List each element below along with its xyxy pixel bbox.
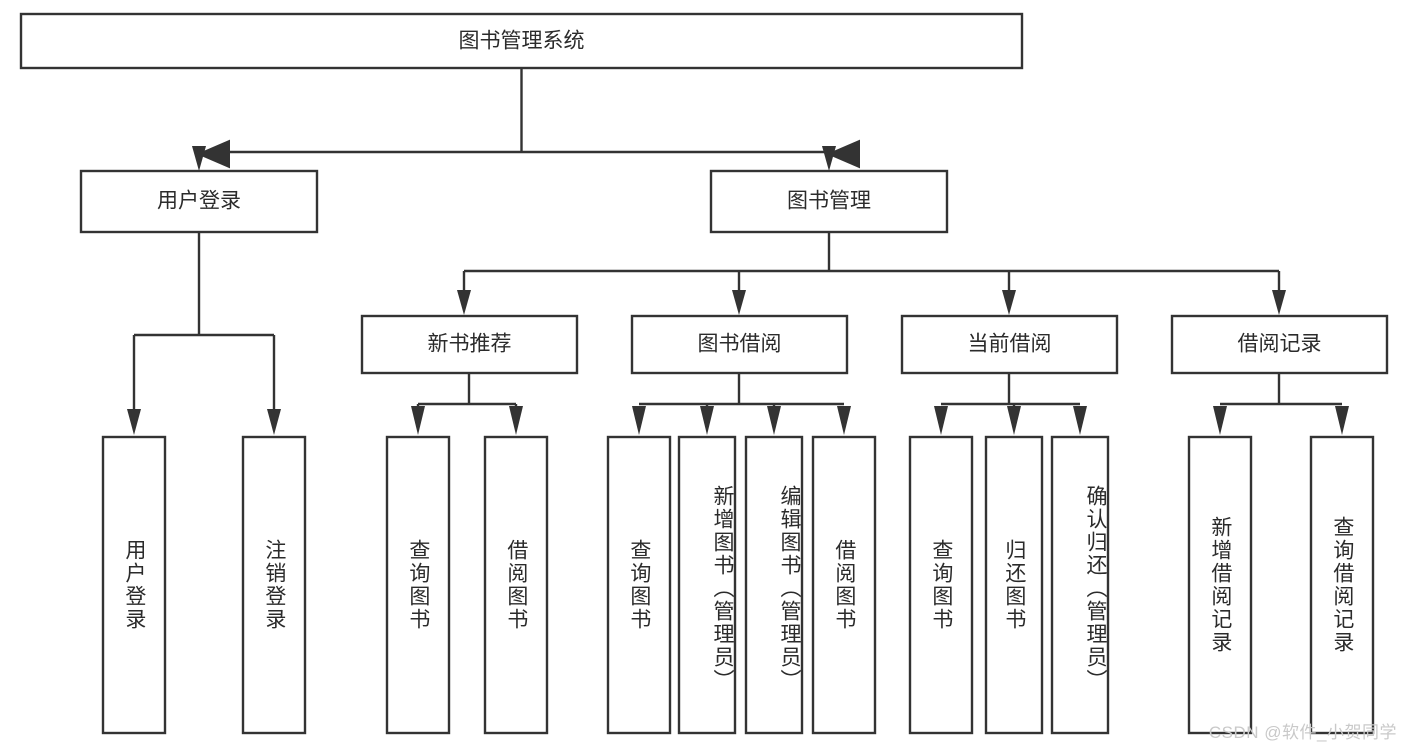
- arrowhead-bb-leaf-4: [837, 406, 851, 435]
- connector-group-book-mgmt: [457, 232, 1286, 315]
- arrowhead-leaf-2: [267, 409, 281, 435]
- connector-group-borrow-record: [1213, 373, 1349, 435]
- csdn-watermark: CSDN @软件_小贺同学: [1208, 723, 1397, 742]
- node-box-book-borrow[interactable]: [630, 314, 849, 375]
- node-box-book-management[interactable]: [709, 169, 949, 234]
- arrowhead-book-borrow: [732, 290, 746, 315]
- leaf-box-query-book-cb[interactable]: [908, 435, 974, 735]
- connector-group-book-borrow: [632, 373, 851, 435]
- arrowhead-borrow-record: [1272, 290, 1286, 315]
- node-box-root[interactable]: [19, 12, 1024, 70]
- connector-group-root: [196, 68, 861, 169]
- leaf-box-add-book-admin[interactable]: [677, 435, 737, 735]
- arrowhead-br-leaf-2: [1335, 406, 1349, 435]
- connector-group-new-book: [411, 373, 523, 435]
- leaf-box-query-book-nb[interactable]: [385, 435, 451, 735]
- leaf-box-return-book[interactable]: [984, 435, 1044, 735]
- leaf-box-edit-book-admin[interactable]: [744, 435, 804, 735]
- leaf-box-borrow-book-bb[interactable]: [811, 435, 877, 735]
- arrowhead-current-borrow: [1002, 290, 1016, 315]
- arrowhead-cb-leaf-1: [934, 406, 948, 435]
- arrowhead-user-login: [192, 146, 206, 171]
- arrowhead-nb-leaf-1: [411, 406, 425, 435]
- node-label-new-book-recommend: 新书推荐: [428, 333, 512, 356]
- node-box-borrow-record[interactable]: [1170, 314, 1389, 375]
- leaf-box-query-borrow-record[interactable]: [1309, 435, 1375, 735]
- arrowhead-br-leaf-1: [1213, 406, 1227, 435]
- node-box-current-borrow[interactable]: [900, 314, 1119, 375]
- leaf-box-logout[interactable]: [241, 435, 307, 735]
- arrowhead-bb-leaf-3: [767, 406, 781, 435]
- arrowheads-level2: [192, 146, 836, 171]
- arrowhead-bb-leaf-2: [700, 406, 714, 435]
- node-label-current-borrow: 当前借阅: [968, 333, 1052, 356]
- leaf-box-borrow-book-nb[interactable]: [483, 435, 549, 735]
- node-box-new-book-recommend[interactable]: [360, 314, 579, 375]
- arrowhead-bb-leaf-1: [632, 406, 646, 435]
- node-label-borrow-record: 借阅记录: [1238, 333, 1322, 356]
- node-label-user-login: 用户登录: [157, 190, 241, 213]
- arrowhead-leaf-1: [127, 409, 141, 435]
- leaf-box-add-borrow-record[interactable]: [1187, 435, 1253, 735]
- leaf-box-query-book-bb[interactable]: [606, 435, 672, 735]
- arrowhead-nb-leaf-2: [509, 406, 523, 435]
- connector-group-user-login: [127, 232, 281, 435]
- node-label-book-management: 图书管理: [787, 190, 871, 213]
- leaf-box-confirm-return-admin[interactable]: [1050, 435, 1110, 735]
- connector-group-current-borrow: [934, 373, 1087, 435]
- arrowhead-cb-leaf-2: [1007, 406, 1021, 435]
- node-label-book-borrow: 图书借阅: [698, 333, 782, 356]
- arrowhead-new-book: [457, 290, 471, 315]
- arrowhead-book-mgmt: [822, 146, 836, 171]
- leaf-box-user-login[interactable]: [101, 435, 167, 735]
- arrowhead-cb-leaf-3: [1073, 406, 1087, 435]
- node-label-root: 图书管理系统: [459, 30, 585, 53]
- node-box-user-login[interactable]: [79, 169, 319, 234]
